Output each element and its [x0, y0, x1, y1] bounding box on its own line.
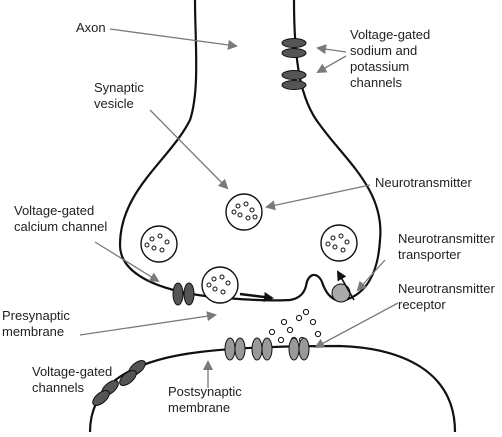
calcium-channel	[172, 282, 195, 306]
postsynaptic-membrane-outline	[88, 344, 457, 433]
vesicle-bottom	[201, 266, 239, 304]
sodium-potassium-channels	[281, 38, 307, 90]
label-voltage-gated-channels: Voltage-gated channels	[32, 364, 113, 395]
label-presynaptic-membrane: Presynaptic membrane	[2, 308, 70, 339]
label-synaptic-vesicle: Synaptic vesicle	[94, 80, 144, 111]
synaptic-vesicles	[140, 193, 358, 304]
vesicle-left	[140, 225, 178, 263]
label-neurotransmitter-transporter: Neurotransmitter transporter	[398, 231, 495, 262]
vesicle-top	[225, 193, 263, 231]
label-axon: Axon	[76, 20, 106, 35]
postsynaptic-voltage-gated-channels	[92, 360, 146, 406]
cleft-neurotransmitter	[268, 308, 322, 344]
label-neurotransmitter-receptor: Neurotransmitter receptor	[398, 281, 495, 312]
vesicle-movement-arrow	[239, 292, 274, 302]
vesicle-right	[320, 224, 358, 262]
label-neurotransmitter: Neurotransmitter	[375, 175, 472, 190]
reuptake-arrow	[337, 270, 355, 301]
label-voltage-gated-calcium-channel: Voltage-gated calcium channel	[14, 203, 108, 234]
label-postsynaptic-membrane: Postsynaptic membrane	[168, 384, 242, 415]
label-voltage-gated-sodium-potassium-channels: Voltage-gated sodium and potassium chann…	[350, 27, 431, 90]
presynaptic-neuron-outline	[118, 0, 382, 302]
pointer-arrows	[79, 28, 399, 388]
postsynaptic-receptors	[224, 337, 310, 361]
